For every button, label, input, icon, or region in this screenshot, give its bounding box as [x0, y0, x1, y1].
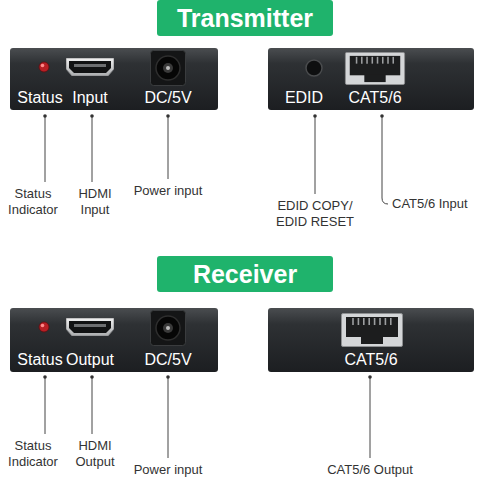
status-led	[39, 62, 49, 72]
status-led	[41, 324, 45, 328]
port-label: Input	[72, 88, 108, 107]
leader-line	[45, 116, 388, 458]
banner-title: Receiver	[193, 260, 297, 289]
banner-title: Transmitter	[177, 4, 313, 33]
port-label: CAT5/6	[348, 88, 401, 107]
leader-line	[382, 116, 388, 204]
port-label: DC/5V	[144, 350, 191, 369]
panel-body	[10, 308, 218, 372]
callout-label: CAT5/6 Input	[392, 196, 478, 212]
leader-dot	[43, 375, 47, 379]
callout-label: HDMI Output	[66, 438, 124, 470]
callout-label: Power input	[118, 183, 218, 199]
title-banner: Transmitter	[157, 0, 333, 36]
hdmi-port	[66, 58, 114, 76]
edid-button	[306, 60, 322, 76]
device-panel: CAT5/6	[268, 308, 474, 372]
rj45-port	[342, 314, 403, 347]
panel-body	[268, 48, 474, 110]
device-panel: StatusOutput DC/5V	[10, 308, 218, 372]
leader-line	[370, 377, 371, 458]
leader-dot	[368, 375, 372, 379]
leader-dot	[90, 114, 94, 118]
rj45-port	[345, 52, 404, 84]
device-panel: EDID CAT5/6	[268, 48, 474, 110]
port-label: CAT5/6	[344, 350, 397, 369]
dc-jack	[151, 311, 186, 346]
hdmi-port	[66, 318, 114, 336]
leader-dot	[380, 114, 384, 118]
leader-dot	[43, 114, 384, 379]
leader-line	[315, 116, 316, 194]
leader-line	[92, 377, 93, 434]
leader-line	[92, 116, 93, 182]
leader-line	[168, 377, 169, 458]
callout-label: Status Indicator	[2, 186, 64, 218]
port-label: Status	[17, 350, 62, 369]
status-led	[41, 64, 45, 68]
port-label: Output	[66, 350, 114, 369]
leader-dot	[90, 375, 94, 379]
device-panel: Status Input DC/5V	[10, 48, 218, 110]
leader-line	[45, 377, 46, 434]
leader-dot	[166, 375, 170, 379]
dc-jack	[151, 51, 186, 86]
leader-dot	[166, 114, 170, 118]
leader-line	[45, 116, 46, 182]
leader-line	[168, 116, 169, 179]
title-banner: Receiver	[157, 256, 333, 292]
port-label: EDID	[285, 88, 323, 107]
edid-button	[306, 60, 322, 76]
callout-label: EDID COPY/ EDID RESET	[270, 198, 360, 230]
callout-label: HDMI Input	[69, 186, 121, 218]
callout-label: CAT5/6 Output	[315, 462, 425, 478]
leader-dot	[313, 114, 317, 118]
panel-body	[10, 48, 218, 110]
port-label: Status	[17, 88, 62, 107]
port-label: DC/5V	[144, 88, 191, 107]
callout-label: Power input	[118, 462, 218, 478]
panel-body	[268, 308, 474, 372]
leader-dot	[43, 114, 47, 118]
status-led	[39, 322, 49, 332]
callout-label: Status Indicator	[2, 438, 64, 470]
